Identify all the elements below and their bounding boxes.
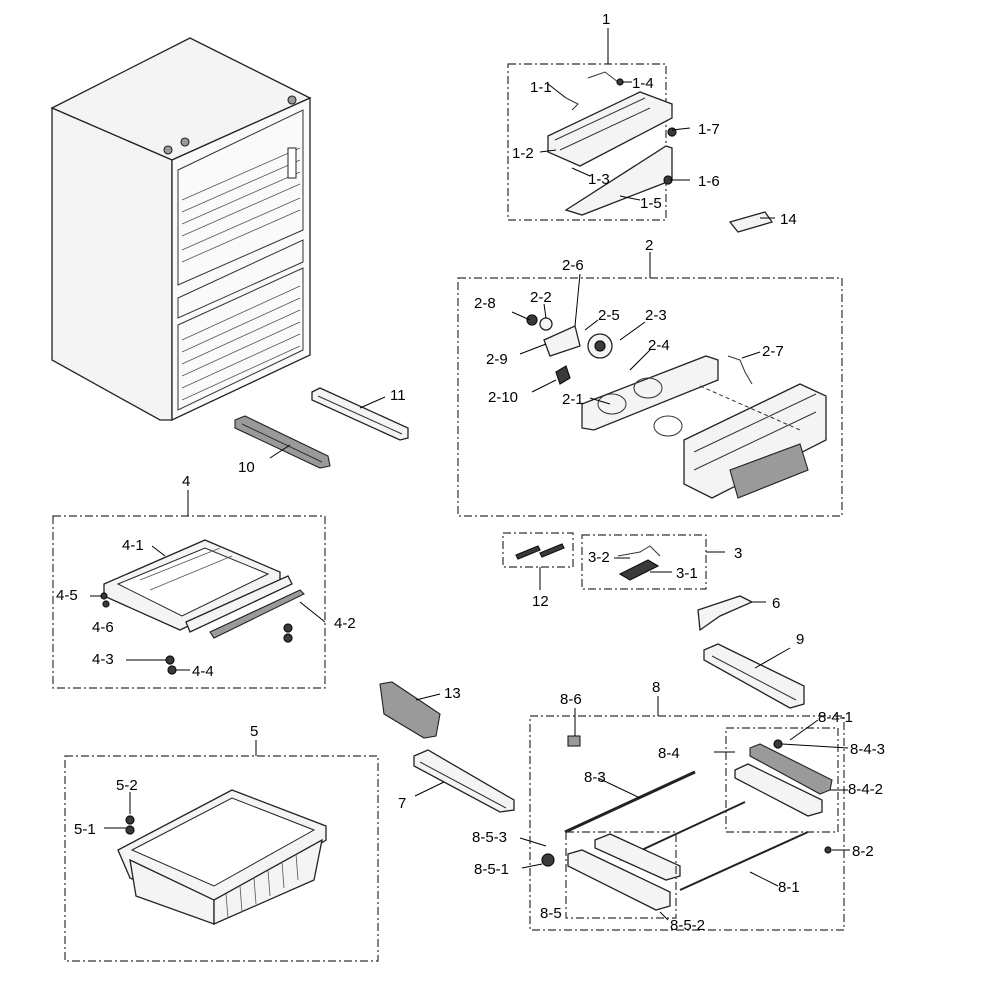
label-2-6: 2-6: [562, 257, 584, 274]
label-1: 1: [602, 11, 610, 28]
label-8-4: 8-4: [658, 745, 680, 762]
part-10-rail: [234, 415, 331, 469]
label-8: 8: [652, 679, 660, 696]
label-5: 5: [250, 723, 258, 740]
group-box-4: [52, 515, 326, 689]
group-box-3: [581, 534, 707, 590]
group-box-12: [502, 532, 574, 568]
label-8-4-2: 8-4-2: [848, 781, 883, 798]
label-8-1: 8-1: [778, 879, 800, 896]
label-4-3: 4-3: [92, 651, 114, 668]
label-8-6: 8-6: [560, 691, 582, 708]
part-8-drawer-frame: [541, 735, 833, 911]
label-1-1: 1-1: [530, 79, 552, 96]
label-8-5-2: 8-5-2: [670, 917, 705, 934]
part-11-rail: [311, 387, 409, 441]
label-3-2: 3-2: [588, 549, 610, 566]
label-1-6: 1-6: [698, 173, 720, 190]
group-box-1: [507, 63, 667, 221]
label-1-5: 1-5: [640, 195, 662, 212]
label-8-5: 8-5: [540, 905, 562, 922]
label-2: 2: [645, 237, 653, 254]
label-7: 7: [398, 795, 406, 812]
label-4-2: 4-2: [334, 615, 356, 632]
label-8-4-1: 8-4-1: [818, 709, 853, 726]
label-14: 14: [780, 211, 797, 228]
label-11: 11: [390, 387, 406, 404]
part-4-drawer: [100, 539, 305, 675]
label-1-3: 1-3: [588, 171, 610, 188]
refrigerator-cabinet: [50, 37, 312, 422]
group-box-8-5: [565, 831, 677, 919]
label-2-9: 2-9: [486, 351, 508, 368]
label-13: 13: [444, 685, 461, 702]
label-8-5-1: 8-5-1: [474, 861, 509, 878]
part-1-duct-assembly: [547, 71, 774, 233]
label-8-4-3: 8-4-3: [850, 741, 885, 758]
group-box-5: [64, 755, 379, 962]
label-4-5: 4-5: [56, 587, 78, 604]
label-9: 9: [796, 631, 804, 648]
label-8-2: 8-2: [852, 843, 874, 860]
part-6-bracket: [697, 595, 766, 632]
label-4-1: 4-1: [122, 537, 144, 554]
label-6: 6: [772, 595, 780, 612]
label-2-10: 2-10: [488, 389, 518, 406]
label-3: 3: [734, 545, 742, 562]
label-4-4: 4-4: [192, 663, 214, 680]
part-12-strips: [515, 543, 565, 560]
label-1-4: 1-4: [632, 75, 654, 92]
part-9-rail: [703, 643, 805, 709]
part-13-bracket: [379, 681, 441, 739]
label-3-1: 3-1: [676, 565, 698, 582]
label-5-2: 5-2: [116, 777, 138, 794]
label-4-6: 4-6: [92, 619, 114, 636]
label-2-1: 2-1: [562, 391, 584, 408]
label-1-2: 1-2: [512, 145, 534, 162]
label-1-7: 1-7: [698, 121, 720, 138]
label-10: 10: [238, 459, 255, 476]
label-2-5: 2-5: [598, 307, 620, 324]
label-2-2: 2-2: [530, 289, 552, 306]
part-2-evaporator-cover: [526, 314, 827, 499]
part-3-sensor: [617, 545, 661, 581]
label-2-8: 2-8: [474, 295, 496, 312]
part-7-rail: [413, 749, 515, 813]
label-5-1: 5-1: [74, 821, 96, 838]
part-5-basket: [117, 789, 327, 925]
label-12: 12: [532, 593, 549, 610]
label-2-7: 2-7: [762, 343, 784, 360]
label-8-5-3: 8-5-3: [472, 829, 507, 846]
label-2-4: 2-4: [648, 337, 670, 354]
group-box-8-4: [725, 727, 839, 833]
label-2-3: 2-3: [645, 307, 667, 324]
label-8-3: 8-3: [584, 769, 606, 786]
group-box-8: [529, 715, 845, 931]
label-4: 4: [182, 473, 190, 490]
